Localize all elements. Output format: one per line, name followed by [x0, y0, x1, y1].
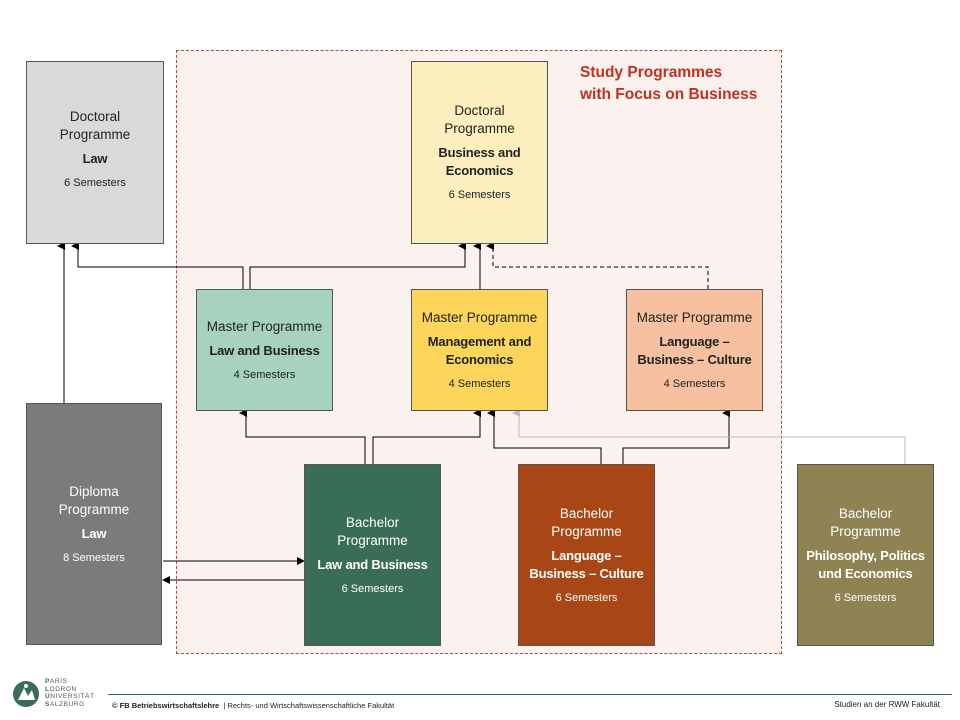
arrow-bachelor-phil-to-master-mgmt: [512, 409, 906, 464]
arrow-bachelor-lawbus-to-master-lawbus: [239, 409, 366, 464]
box-title: Master Programme: [206, 319, 323, 334]
box-title: Diploma Programme: [58, 484, 130, 517]
bachelor-language-box: Bachelor Programme Language – Business –…: [518, 464, 655, 646]
footer-faculty: | Rechts- und Wirtschaftswissenschaftlic…: [223, 701, 395, 710]
box-subject: Business and Economics: [438, 145, 521, 178]
logo-line: ARIS: [49, 678, 68, 685]
box-subject: Law: [81, 526, 107, 541]
box-semesters: 4 Semesters: [233, 369, 296, 381]
arrow-master-lang-to-doctoral-bus: [486, 242, 709, 289]
box-semesters: 6 Semesters: [834, 592, 897, 604]
box-semesters: 6 Semesters: [341, 583, 404, 595]
box-subject: Management and Economics: [427, 334, 532, 367]
arrow-bachelor-lawbus-to-master-mgmt: [372, 409, 481, 464]
footer-left: © FB Betriebswirtschaftslehre | Rechts- …: [112, 701, 394, 710]
footer-divider: [108, 694, 952, 695]
box-subject: Law and Business: [317, 557, 428, 572]
box-title: Bachelor Programme: [830, 506, 901, 539]
logo-line: ALZBURG: [49, 700, 85, 708]
university-logo-text: PARIS LODRON UNIVERSITÄT SALZBURG: [45, 678, 95, 708]
focus-title-line1: Study Programmes: [580, 64, 723, 81]
logo-line: NIVERSITÄT: [50, 693, 95, 700]
arrow-master-lawbus-to-doctoral-bus: [249, 242, 466, 289]
box-semesters: 4 Semesters: [663, 378, 726, 390]
box-semesters: 6 Semesters: [64, 177, 126, 189]
box-title: Doctoral Programme: [59, 109, 131, 142]
master-management-box: Master Programme Management and Economic…: [411, 289, 548, 411]
box-semesters: 4 Semesters: [448, 378, 511, 390]
box-semesters: 8 Semesters: [63, 552, 125, 564]
box-semesters: 6 Semesters: [448, 189, 511, 201]
bachelor-philosophy-box: Bachelor Programme Philosophy, Politics …: [797, 464, 934, 646]
master-law-business-box: Master Programme Law and Business 4 Seme…: [196, 289, 333, 411]
box-subject: Language – Business – Culture: [637, 334, 752, 367]
arrow-master-lawbus-to-doctoral-law: [71, 242, 244, 289]
box-subject: Law: [82, 151, 108, 166]
doctoral-law-box: Doctoral Programme Law 6 Semesters: [26, 61, 164, 244]
box-title: Master Programme: [421, 310, 538, 325]
logo-line: ODRON: [49, 685, 77, 693]
box-title: Doctoral Programme: [444, 103, 515, 136]
box-subject: Philosophy, Politics und Economics: [806, 548, 925, 581]
box-title: Bachelor Programme: [551, 506, 622, 539]
focus-title-line2: with Focus on Business: [580, 86, 758, 103]
box-subject: Language – Business – Culture: [529, 548, 644, 581]
master-language-box: Master Programme Language – Business – C…: [626, 289, 763, 411]
bachelor-law-business-box: Bachelor Programme Law and Business 6 Se…: [304, 464, 441, 646]
footer-copyright: © FB Betriebswirtschaftslehre: [112, 701, 220, 710]
focus-title: Study Programmes with Focus on Business: [580, 62, 780, 106]
arrow-bachelor-lang-to-master-mgmt: [487, 409, 602, 464]
arrow-bachelor-lang-to-master-lang: [622, 409, 730, 464]
diploma-law-box: Diploma Programme Law 8 Semesters: [26, 403, 162, 645]
doctoral-business-box: Doctoral Programme Business and Economic…: [411, 61, 548, 244]
footer-right: Studien an der RWW Fakultät: [834, 700, 940, 709]
box-title: Master Programme: [636, 310, 753, 325]
university-seal-icon: [13, 681, 39, 707]
box-title: Bachelor Programme: [337, 515, 408, 548]
box-semesters: 6 Semesters: [555, 592, 618, 604]
box-subject: Law and Business: [209, 343, 320, 358]
